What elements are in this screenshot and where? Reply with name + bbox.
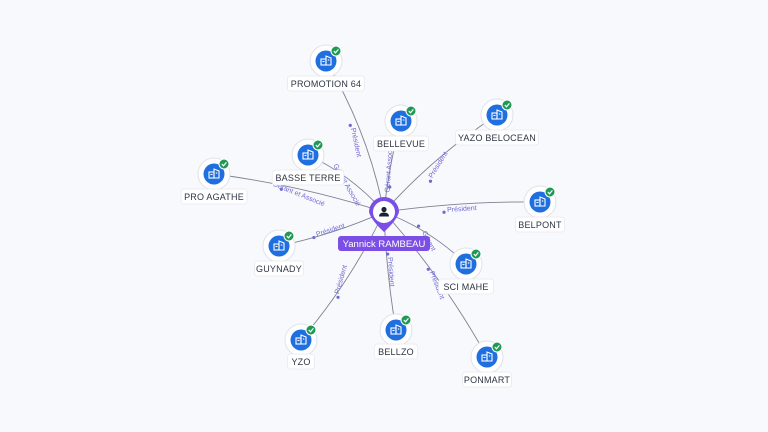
edge-role-label: Président [334, 264, 349, 294]
nodes-layer: PROMOTION 64 BELLEVUE YAZO BELOCEAN BASSE T… [180, 44, 566, 388]
building-icon [302, 149, 314, 160]
company-name: BELLZO [378, 347, 414, 357]
company-label-bg [373, 343, 419, 360]
company-node-yzo[interactable]: YZO [284, 323, 318, 370]
company-node-bellevue[interactable]: BELLEVUE [373, 104, 429, 152]
company-label-bg [180, 188, 248, 205]
center-name-label-bg [338, 236, 430, 251]
verified-check-icon [405, 105, 417, 117]
company-name: SCI MAHE [443, 282, 488, 292]
edge-role-label: Président [386, 257, 395, 287]
edge-role-label: Président [349, 127, 362, 157]
company-node-yazo-belocean[interactable]: YAZO BELOCEAN [455, 98, 539, 146]
edge-arrow-guynady [312, 235, 316, 240]
verified-check-icon [501, 99, 513, 111]
company-name: BELPONT [518, 220, 562, 230]
building-icon [390, 324, 402, 335]
person-icon [379, 206, 389, 217]
building-icon [534, 196, 546, 207]
verified-check-icon [218, 158, 230, 170]
verified-check-icon [305, 324, 317, 336]
building-icon [208, 168, 220, 179]
verified-check-icon [330, 45, 342, 57]
building-icon [491, 109, 503, 120]
company-name: GUYNADY [256, 264, 302, 274]
company-node-basse-terre[interactable]: BASSE TERRE [271, 138, 345, 186]
edge-pro-agathe [213, 173, 385, 213]
company-node-promotion-64[interactable]: PROMOTION 64 [286, 44, 365, 92]
verified-check-icon [544, 186, 556, 198]
company-name: PROMOTION 64 [291, 79, 361, 89]
company-label-bg [438, 278, 494, 295]
company-name: BELLEVUE [377, 139, 425, 149]
edge-yazo-belocean [383, 114, 498, 213]
company-name: PONMART [464, 375, 511, 385]
edge-arrow-yazo-belocean [428, 179, 433, 183]
building-icon [460, 258, 472, 269]
company-name: YZO [291, 357, 310, 367]
building-icon [395, 115, 407, 126]
verified-check-icon [491, 341, 503, 353]
company-label-bg [455, 129, 539, 146]
center-person-name: Yannick RAMBEAU [343, 239, 426, 250]
company-label-bg [271, 169, 345, 186]
edge-role-label: Gérant Associé [384, 145, 394, 193]
company-name: BASSE TERRE [275, 173, 340, 183]
company-node-ponmart[interactable]: PONMART [461, 340, 512, 388]
company-name: YAZO BELOCEAN [458, 133, 536, 143]
company-name: PRO AGATHE [184, 192, 244, 202]
company-node-guynady[interactable]: GUYNADY [253, 229, 304, 277]
edge-arrow-promotion-64 [348, 123, 352, 127]
edge-arrow-pro-agathe [279, 187, 283, 191]
company-node-pro-agathe[interactable]: PRO AGATHE [180, 157, 248, 205]
company-label-bg [461, 371, 512, 388]
company-label-bg [373, 135, 429, 152]
building-icon [320, 55, 332, 66]
company-label-bg [287, 353, 315, 370]
edge-role-label: Président [447, 205, 477, 214]
company-node-sci-mahe[interactable]: SCI MAHE [438, 247, 494, 295]
building-icon [295, 334, 307, 345]
edge-belpont [383, 201, 541, 213]
building-icon [273, 240, 285, 251]
company-node-bellzo[interactable]: BELLZO [373, 313, 419, 360]
company-label-bg [515, 216, 566, 233]
edge-arrow-bellzo [386, 252, 390, 256]
verified-check-icon [312, 139, 324, 151]
verified-check-icon [400, 314, 412, 326]
company-label-bg [253, 260, 304, 277]
edge-arrow-bellevue [388, 185, 392, 189]
verified-check-icon [283, 230, 295, 242]
edge-arrow-sci-mahe [416, 224, 421, 228]
edge-arrow-yzo [336, 295, 340, 299]
center-person-node[interactable]: Yannick RAMBEAU [338, 197, 430, 251]
verified-check-icon [470, 248, 482, 260]
edge-arrow-belpont [442, 210, 446, 214]
edge-arrow-ponmart [426, 267, 430, 271]
building-icon [481, 351, 493, 362]
company-label-bg [286, 75, 365, 92]
company-node-belpont[interactable]: BELPONT [515, 185, 566, 233]
